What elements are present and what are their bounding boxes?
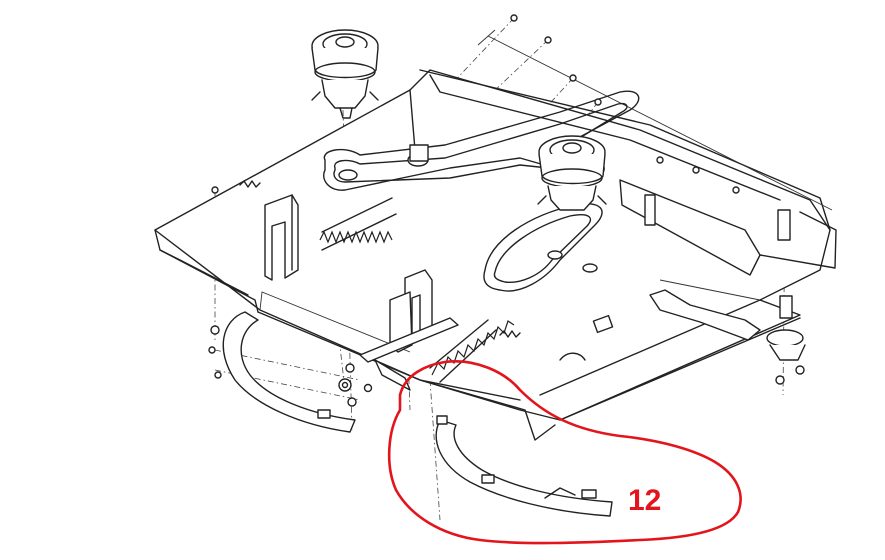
part-number-callout: 12 <box>628 484 661 517</box>
idler-pulleys <box>338 144 598 273</box>
pivot-arm <box>644 194 806 361</box>
center-bracket <box>359 269 459 391</box>
tension-spring <box>239 180 397 251</box>
spindle-pulley-right <box>537 135 607 211</box>
part-highlight-outline <box>387 360 742 545</box>
deflector-guard-right <box>435 415 613 517</box>
spindle-pulley-left <box>311 29 379 119</box>
deflector-guard-left <box>222 311 356 433</box>
left-bracket <box>264 194 299 281</box>
hardware-bolts <box>208 14 805 407</box>
